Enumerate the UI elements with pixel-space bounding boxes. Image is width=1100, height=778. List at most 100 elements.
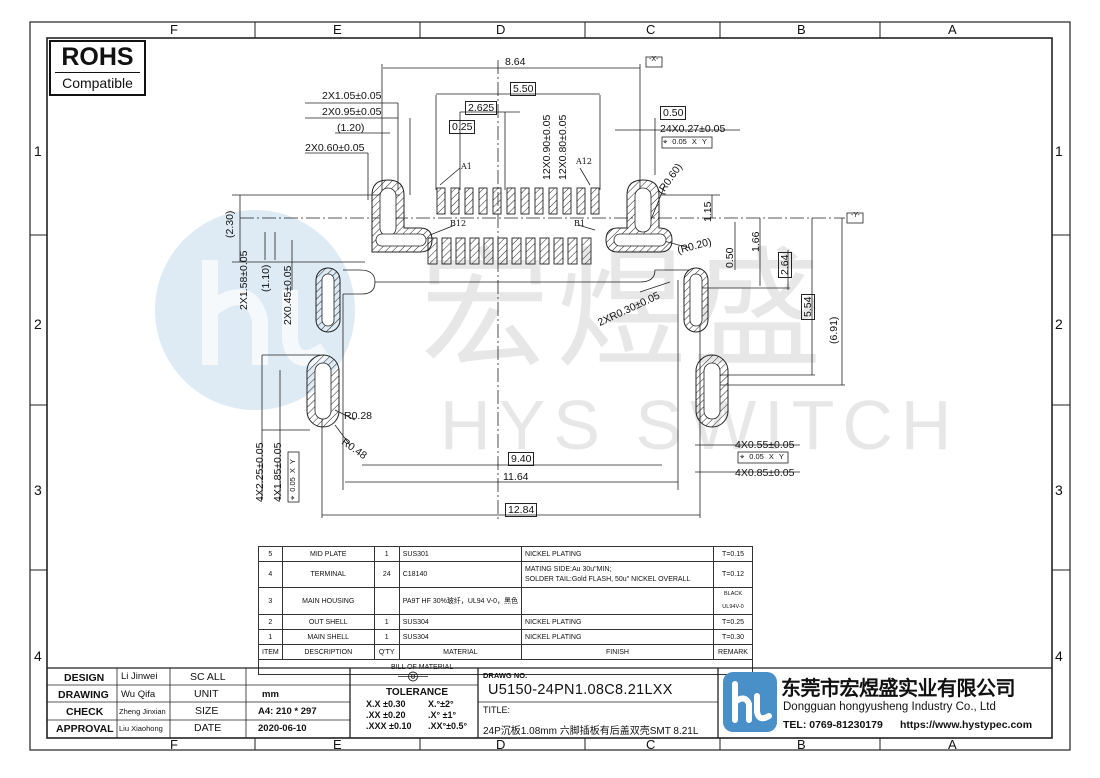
- tb-key-unit: UNIT: [194, 688, 219, 700]
- zone-number: 1: [34, 143, 42, 159]
- tb-label-approval: APPROVAL: [56, 723, 114, 735]
- datum-y: -Y-: [851, 212, 860, 219]
- bom-material: C18140: [398, 561, 523, 588]
- tb-name-design: Li Jinwei: [121, 671, 158, 682]
- bom-row: 2 OUT SHELL 1 SUS304 NICKEL PLATING T=0.…: [258, 614, 753, 630]
- tol-angle: X.°±2°: [428, 699, 454, 709]
- tb-key-scale: SC ALL: [190, 671, 226, 683]
- dim-r028: R0.28: [344, 410, 373, 422]
- company-logo-icon: [723, 672, 777, 732]
- dim-940: 9.40: [508, 452, 535, 466]
- bom-remark: BLACK UL94V-0: [713, 587, 753, 615]
- label-b12: B12: [450, 219, 467, 228]
- drawing-number: U5150-24PN1.08C8.21LXX: [488, 682, 673, 698]
- zone-letter: F: [170, 22, 178, 37]
- dim-864: 8.64: [505, 56, 526, 68]
- dim-2625: 2.625: [465, 101, 498, 115]
- bom-table: 5 MID PLATE 1 SUS301 NICKEL PLATING T=0.…: [258, 546, 753, 675]
- rohs-subtitle: Compatible: [62, 75, 133, 91]
- gtol-datum: X: [768, 452, 774, 461]
- label-a12: A12: [576, 157, 592, 166]
- tb-label-drawing: DRAWING: [58, 689, 109, 701]
- dim-4x085: 4X0.85±0.05: [735, 467, 795, 479]
- dim-24x027: 24X0.27±0.05: [660, 123, 726, 135]
- title-label: TITLE:: [483, 705, 511, 715]
- zone-letter: C: [646, 22, 656, 37]
- gtol-top: ⌖ 0.05 X Y: [663, 137, 707, 147]
- bom-footer-row: BILL OF MATERIAL: [258, 659, 753, 675]
- tb-val-unit: mm: [262, 689, 279, 700]
- position-icon: ⌖: [663, 137, 668, 146]
- zone-letter: C: [646, 737, 656, 752]
- rohs-badge: ROHS Compatible: [49, 40, 146, 96]
- zone-number: 3: [1055, 482, 1063, 498]
- gtol-datum: Y: [701, 137, 707, 146]
- company-name-en: Dongguan hongyusheng Industry Co., Ltd: [783, 701, 996, 713]
- dim-120: (1.20): [337, 122, 365, 134]
- zone-letter: E: [333, 737, 342, 752]
- zone-letter: A: [948, 22, 957, 37]
- dim-2x095: 2X0.95±0.05: [322, 106, 382, 118]
- zone-number: 4: [34, 648, 42, 664]
- dim-025: 0.25: [449, 120, 476, 134]
- tb-label-design: DESIGN: [64, 672, 105, 684]
- zone-letter: D: [496, 737, 506, 752]
- gtol-value: 0.05: [672, 137, 687, 146]
- company-tel: TEL: 0769-81230179: [783, 719, 883, 731]
- tb-val-size: A4: 210 * 297: [258, 706, 317, 717]
- zone-letter: F: [170, 737, 178, 752]
- dim-2x060: 2X0.60±0.05: [305, 142, 365, 154]
- zone-number: 4: [1055, 648, 1063, 664]
- tol-angle: .XX°±0.5°: [428, 721, 468, 731]
- zone-number: 3: [34, 482, 42, 498]
- tol-linear: .XXX ±0.10: [366, 721, 412, 731]
- terminal-row-a: [436, 187, 600, 215]
- tb-key-date: DATE: [194, 722, 222, 734]
- tb-label-check: CHECK: [66, 706, 104, 718]
- gtol-frame-right: [737, 451, 789, 464]
- drawing-title: 24P沉板1.08mm 六脚插板有后盖双壳SMT 8.21L: [483, 726, 699, 737]
- zone-letter: E: [333, 22, 342, 37]
- dim-550: 5.50: [510, 82, 537, 96]
- gtol-right: ⌖ 0.05 X Y: [740, 452, 784, 462]
- position-icon: ⌖: [740, 452, 745, 461]
- gtol-datum: X: [691, 137, 697, 146]
- tb-name-check: Zheng Jinxian: [119, 707, 166, 716]
- zone-letter: D: [496, 22, 506, 37]
- projection-symbol-icon: [398, 671, 428, 682]
- drawing-number-label: DRAWG NO.: [483, 671, 528, 680]
- label-b1: B1: [574, 219, 585, 228]
- gtol-frame-top: [661, 136, 713, 149]
- datum-y-box: [846, 212, 864, 224]
- watermark-logo-mark: [202, 260, 330, 366]
- dim-2x105: 2X1.05±0.05: [322, 90, 382, 102]
- datum-x-box: [645, 56, 663, 68]
- bom-finish-line: MATING SIDE:Au 30u"MIN;: [525, 565, 612, 573]
- bom-row: 5 MID PLATE 1 SUS301 NICKEL PLATING T=0.…: [258, 546, 753, 562]
- zone-number: 2: [1055, 316, 1063, 332]
- datum-x: -X-: [649, 56, 659, 63]
- company-website[interactable]: https://www.hystypec.com: [900, 719, 1033, 731]
- watermark: [155, 210, 355, 410]
- dim-1164: 11.64: [503, 471, 529, 483]
- terminal-row-b: [427, 237, 592, 265]
- bom-finish-line: SOLDER TAIL:Gold FLASH, 50u" NICKEL OVER…: [525, 575, 691, 583]
- zone-number: 2: [34, 316, 42, 332]
- zone-letter: B: [797, 22, 806, 37]
- gtol-frame-left: [287, 451, 300, 503]
- dim-050: 0.50: [660, 106, 687, 120]
- tb-name-drawing: Wu Qifa: [121, 689, 156, 700]
- gtol-datum: Y: [778, 452, 784, 461]
- tol-angle: .X° ±1°: [428, 710, 457, 720]
- tol-linear: X.X ±0.30: [366, 699, 406, 709]
- bom-row: 3 MAIN HOUSING PA9T HF 30%玻纤，UL94 V-0，黑色…: [258, 587, 753, 615]
- tolerance-title: TOLERANCE: [386, 687, 449, 698]
- zone-letter: A: [948, 737, 957, 752]
- tol-linear: .XX ±0.20: [366, 710, 406, 720]
- bom-material: PA9T HF 30%玻纤，UL94 V-0，黑色: [398, 587, 523, 615]
- bom-finish: [521, 587, 715, 615]
- bom-row: 4 TERMINAL 24 C18140 MATING SIDE:Au 30u"…: [258, 561, 753, 588]
- zone-number: 1: [1055, 143, 1063, 159]
